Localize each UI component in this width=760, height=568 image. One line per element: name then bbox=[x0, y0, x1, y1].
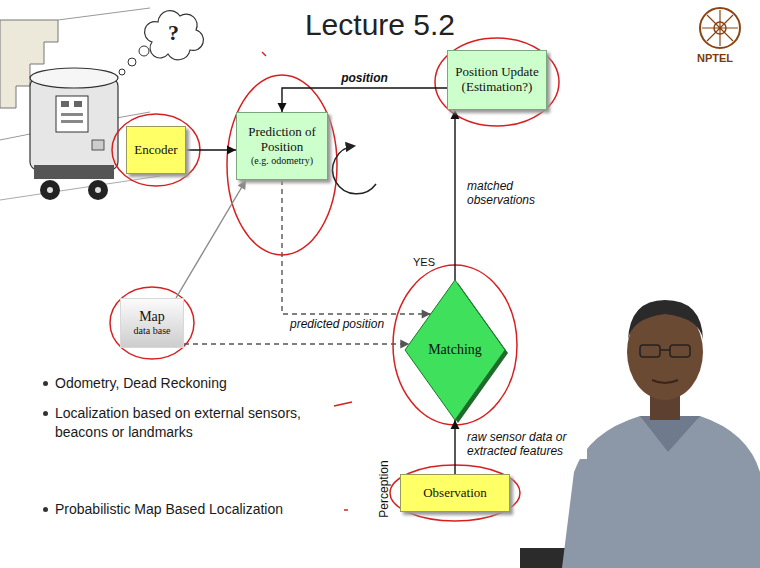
arrow-head bbox=[238, 180, 246, 190]
bullet-item: Localization based on external sensors, … bbox=[55, 404, 317, 442]
node-text: (e.g. odometry) bbox=[251, 155, 313, 167]
connector bbox=[278, 88, 448, 112]
arrow-head bbox=[278, 103, 287, 112]
decision-diamond: Matching bbox=[405, 280, 505, 420]
connector bbox=[451, 420, 460, 474]
bullet-dot bbox=[43, 381, 48, 386]
node-text: data base bbox=[134, 325, 171, 337]
node-text: Map bbox=[139, 309, 165, 325]
logo-text: NPTEL bbox=[697, 52, 733, 64]
robot-drawing bbox=[30, 68, 118, 200]
bullet-dot bbox=[43, 507, 48, 512]
connector-line bbox=[282, 180, 431, 314]
arrow-head bbox=[451, 110, 460, 119]
database-box: Mapdata base bbox=[120, 298, 184, 348]
connector-line bbox=[176, 180, 246, 298]
node-text: Observation bbox=[423, 486, 487, 501]
connector-line bbox=[184, 343, 409, 344]
diamond-shape bbox=[405, 280, 505, 420]
connector-line bbox=[454, 110, 455, 280]
nptel-logo bbox=[700, 8, 740, 48]
slide-title: Lecture 5.2 bbox=[0, 8, 760, 42]
connector-line bbox=[282, 88, 447, 112]
input-box: Observation bbox=[400, 474, 510, 512]
node-text: Position Update (Estimation?) bbox=[454, 65, 540, 95]
connector bbox=[186, 146, 236, 155]
connector bbox=[184, 340, 409, 349]
group-label: Perception bbox=[377, 460, 391, 517]
input-box: Encoder bbox=[126, 126, 186, 174]
process-box: Prediction of Position(e.g. odometry) bbox=[236, 112, 328, 180]
bullet-dot bbox=[43, 411, 48, 416]
thought-symbol: ? bbox=[168, 20, 179, 46]
thought-bubble bbox=[119, 11, 203, 75]
cycle-arrow bbox=[333, 146, 376, 194]
process-box: Position Update (Estimation?) bbox=[447, 50, 547, 110]
edge-label: predicted position bbox=[288, 317, 386, 331]
arrow-head bbox=[227, 146, 236, 155]
bullet-item: Probabilistic Map Based Localization bbox=[55, 500, 317, 519]
edge-label: position bbox=[339, 71, 390, 85]
bullet-item: Odometry, Dead Reckoning bbox=[55, 374, 317, 393]
node-text: Encoder bbox=[134, 143, 177, 158]
connector bbox=[451, 110, 460, 280]
connector bbox=[282, 180, 431, 319]
connector bbox=[176, 180, 246, 298]
node-text: Matching bbox=[428, 342, 482, 358]
node-text: Prediction of Position bbox=[243, 125, 321, 155]
decision-outcome: YES bbox=[413, 256, 435, 268]
edge-label: raw sensor data or extracted features bbox=[465, 430, 587, 459]
edge-label: matched observations bbox=[465, 179, 554, 208]
